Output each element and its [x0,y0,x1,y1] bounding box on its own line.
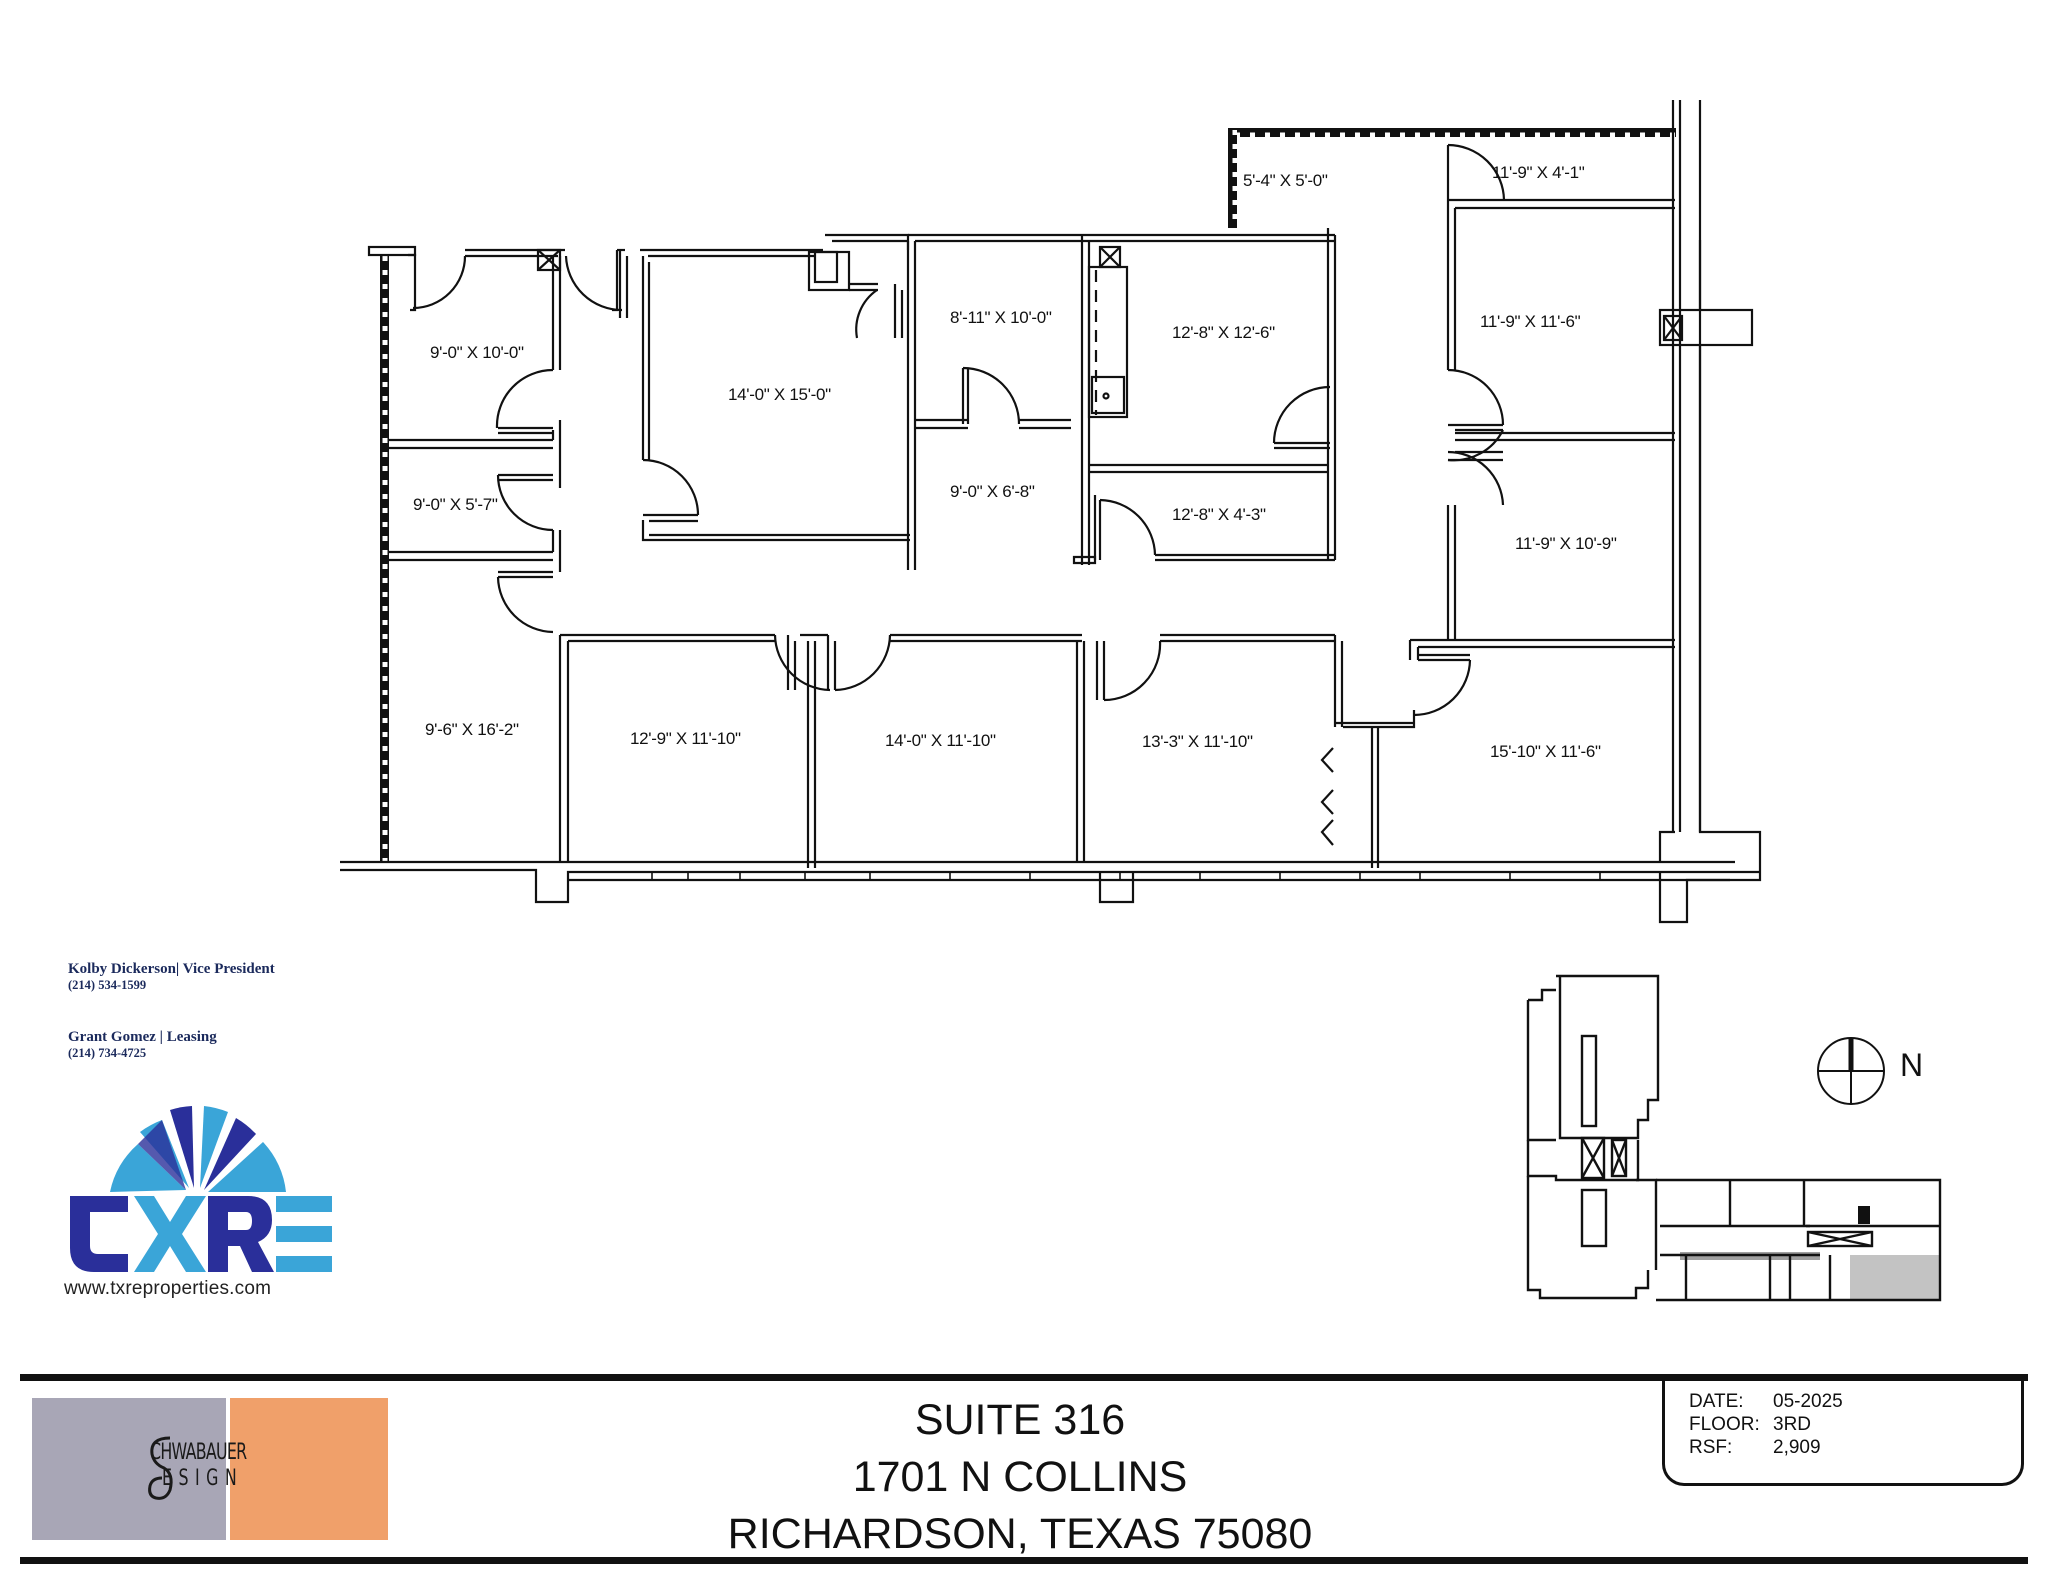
room-label: 15'-10" X 11'-6" [1490,742,1601,761]
info-key: RSF: [1689,1437,1733,1458]
floor-plan: 9'-0" X 10'-0" 9'-0" X 5'-7" 9'-6" X 16'… [340,100,1762,924]
room-label: 14'-0" X 15'-0" [728,385,831,404]
window-wall-north-return [1228,128,1237,228]
contact-1: Kolby Dickerson| Vice President (214) 53… [68,960,275,993]
sunburst-icon [110,1106,286,1192]
designer-logo: CHWABAUER ESIGN [32,1398,388,1540]
room-label: 8'-11" X 10'-0" [950,308,1052,327]
info-row-rsf: RSF: 2,909 [1689,1437,1821,1459]
contact-name: Grant Gomez | Leasing [68,1029,217,1045]
room-label: 9'-0" X 10'-0" [430,343,524,362]
info-row-date: DATE: 05-2025 [1689,1391,1843,1413]
room-label: 13'-3" X 11'-10" [1142,732,1253,751]
room-label: 11'-9" X 10'-9" [1515,534,1617,553]
contact-phone: (214) 734-4725 [68,1046,147,1060]
footer-rule-top [20,1374,2028,1381]
address-line: 1701 N COLLINS [852,1453,1188,1501]
suite-title: SUITE 316 [914,1396,1126,1444]
info-row-floor: FLOOR: 3RD [1689,1414,1811,1436]
room-label: 9'-0" X 6'-8" [950,482,1035,501]
info-box: DATE: 05-2025 FLOOR: 3RD RSF: 2,909 [1662,1381,2024,1486]
room-label: 12'-8" X 12'-6" [1172,323,1275,342]
designer-name-line1: CHWABAUER [150,1440,247,1465]
website-url[interactable]: www.txreproperties.com [64,1278,272,1299]
designer-logo-orange-block [230,1398,388,1540]
city-line: RICHARDSON, TEXAS 75080 [727,1510,1313,1558]
designer-monogram-icon [148,1436,173,1500]
room-labels: 9'-0" X 10'-0" 9'-0" X 5'-7" 9'-6" X 16'… [413,163,1617,761]
north-label: N [1900,1047,1924,1083]
info-key: DATE: [1689,1391,1744,1412]
window-wall-north [1228,128,1676,137]
info-key: FLOOR: [1689,1414,1760,1435]
designer-name-line2: ESIGN [162,1466,244,1491]
room-label: 9'-0" X 5'-7" [413,495,498,514]
room-label: 5'-4" X 5'-0" [1243,171,1328,190]
info-value: 05-2025 [1773,1391,1843,1412]
window-wall-west [380,256,389,862]
room-label: 11'-9" X 4'-1" [1492,163,1585,182]
contact-phone: (214) 534-1599 [68,978,147,992]
title-block: SUITE 316 1701 N COLLINS RICHARDSON, TEX… [540,1392,1500,1563]
info-value: 3RD [1773,1414,1812,1435]
footer-rule-bottom [20,1557,2028,1564]
txre-logo [70,1106,332,1272]
txre-letters [70,1196,332,1272]
room-label: 12'-8" X 4'-3" [1172,505,1266,524]
north-arrow-icon [1817,1037,1885,1105]
info-value: 2,909 [1773,1437,1821,1458]
designer-logo-grey-block [32,1398,226,1540]
room-label: 9'-6" X 16'-2" [425,720,519,739]
room-label: 11'-9" X 11'-6" [1480,312,1581,331]
contact-name: Kolby Dickerson| Vice President [68,961,275,977]
contact-2: Grant Gomez | Leasing (214) 734-4725 [68,1028,217,1061]
walls [340,100,1762,924]
key-plan [1526,974,1942,1302]
room-label: 14'-0" X 11'-10" [885,731,996,750]
room-label: 12'-9" X 11'-10" [630,729,741,748]
